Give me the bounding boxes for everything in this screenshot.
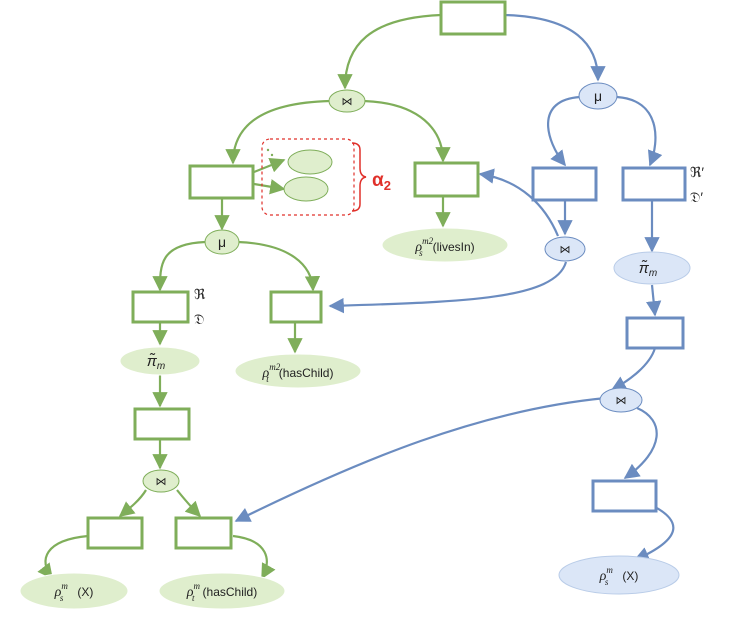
mu-left-symbol: μ [218,234,226,250]
leaf-bottom-x-arg: (X) [77,585,93,599]
blue-x-node[interactable] [591,479,658,513]
leaf-haschild-top-sub: t [266,374,269,384]
leaf-livesin-arg: (livesIn) [433,240,475,254]
join-mid-symbol: ⋈ [560,244,571,256]
alpha2-upper-ellipse[interactable] [287,149,333,175]
join-bottom-op[interactable]: ⋈ [142,469,180,493]
alpha2-sub: 2 [384,178,391,193]
edge-mu-right-to-right-blue [616,95,663,167]
join-right-op[interactable]: ⋈ [599,387,643,413]
leaf-bottom-x-sym: ρ [54,585,62,600]
alpha2-group: α2 [261,138,391,216]
x-node[interactable] [86,516,144,550]
bottom-haschild-node[interactable] [174,516,233,550]
svg-text:π̃m: π̃m [639,260,657,279]
edge-join-mid-to-haschild-node [328,261,568,314]
left-node[interactable] [188,164,255,200]
alpha2-lower-ellipse[interactable] [283,176,329,202]
leaf-bottom-haschild-sup: m [194,581,201,591]
leaf-haschild-top-sup: m2 [269,362,280,372]
edge-left-node-to-alpha-upper [253,157,286,174]
leaf-blue-x-sup: m [606,565,613,575]
join-bottom-symbol: ⋈ [156,476,167,488]
mu-left-op[interactable]: μ [204,229,240,255]
svg-text:ρms(X): ρms (X) [54,581,94,603]
edge-haschild-node-to-bottom-leaf [232,534,276,580]
edge-join-bottom-to-x-node [118,489,147,517]
edge-join-top-to-livesin-node [363,99,451,163]
livesin-node[interactable] [413,161,480,198]
edge-pi-right-to-node [645,284,662,317]
edge-mu-left-to-r-node [152,240,206,292]
right-blue-node[interactable] [621,166,687,202]
mu-right-symbol: μ [594,88,602,104]
leaf-blue-x-sub: s [605,577,609,587]
r-d-node[interactable] [131,290,190,324]
edge-join-top-to-left-node [225,99,331,165]
pi-right-sub: m [649,268,657,279]
svg-text:ρmt(hasChild): ρmt (hasChild) [186,581,257,603]
label-r-prime: ℜ′ [690,164,704,180]
root-node[interactable] [439,0,507,36]
join-right-symbol: ⋈ [616,395,627,407]
join-mid-op[interactable]: ⋈ [544,236,586,262]
svg-text:π̃m: π̃m [147,353,165,372]
edge-join-bottom-to-haschild-node [176,489,202,518]
leaf-bottom-x-sub: s [60,593,64,603]
join-top-op[interactable]: ⋈ [328,89,366,113]
edge-join-mid-to-livesin-node [478,168,560,237]
leaf-livesin[interactable]: ρm2 s (livesIn) [381,227,509,263]
leaf-bottom-haschild-sym: ρ [186,585,194,600]
label-d-prime: 𝔇′ [690,189,703,205]
alpha2-brace [351,142,367,212]
alpha2-symbol: α [372,170,384,191]
edge-join-right-to-haschild-node [234,396,607,522]
haschild-node[interactable] [269,290,323,324]
alpha2-dot-2 [270,153,274,157]
edge-x-node-to-x-leaf [37,534,89,580]
leaf-blue-x-arg: (X) [622,569,638,583]
pi-left-op[interactable]: π̃m [119,346,201,376]
edge-root-to-mu-right [504,13,606,82]
leaf-haschild-top-sym: ρ [262,366,270,381]
edge-node-to-join-right [610,347,657,391]
pi-left-symbol: π̃ [147,353,158,370]
leaf-bottom-x-sup: m [61,581,68,591]
label-d: 𝔇 [194,311,204,327]
edge-mu-left-to-haschild-node [237,240,321,292]
pi-right-op[interactable]: π̃m [613,251,691,285]
left-blue-node[interactable] [531,166,598,202]
pi-blue-node[interactable] [625,316,685,350]
edge-join-right-to-x-node [623,406,658,479]
svg-text:α2: α2 [372,170,391,193]
pi-left-sub: m [157,361,165,372]
mu-right-op[interactable]: μ [578,82,618,110]
edge-mu-right-to-left-blue [547,95,581,167]
edge-root-to-join-top [337,13,442,90]
alpha2-dashed-box [261,138,355,216]
leaf-livesin-sup: m2 [422,236,433,246]
edge-left-node-to-alpha-lower [253,179,286,195]
leaf-bottom-haschild-sub: t [192,593,195,603]
svg-text:ρms(X): ρms (X) [599,565,639,587]
join-top-symbol: ⋈ [342,96,353,108]
mid-node[interactable] [133,407,191,441]
leaf-livesin-sub: s [419,248,423,258]
leaf-haschild-top-arg: (hasChild) [279,366,334,380]
leaf-bottom-haschild-arg: (hasChild) [203,585,258,599]
leaf-livesin-sym: ρ [414,240,422,255]
label-r: ℜ [194,286,206,302]
alpha2-dot-1 [266,148,270,152]
pi-right-symbol: π̃ [639,260,650,277]
leaf-blue-x-sym: ρ [599,569,607,584]
